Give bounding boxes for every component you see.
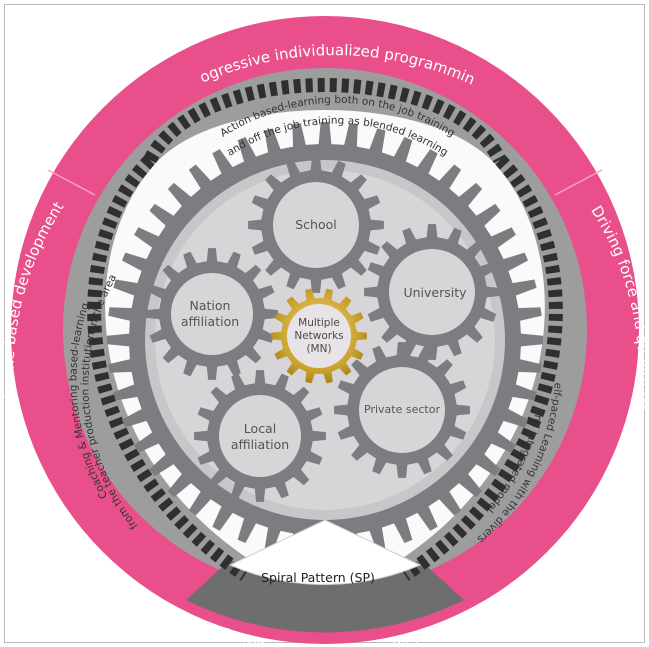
university-label: University [403,285,467,300]
gear-school-center [273,182,359,268]
local-label-1: Local [244,421,276,436]
local-label-2: affiliation [231,437,289,452]
chain-loops [87,78,563,581]
gear-hub-center [287,304,351,368]
chain-top-lobe [143,78,507,164]
segment-divider-right [554,169,603,196]
spiral-wedge [228,519,422,586]
id-segment [186,560,464,633]
gear-university [364,224,500,360]
hub-label-1: Multiple [298,317,340,329]
school-label: School [295,217,337,232]
gear-nation-center [171,273,253,355]
gear-local-affiliation [194,370,326,502]
gear-local-center [219,395,301,477]
gear-private-center [359,367,445,453]
gear-nation-affiliation [146,248,278,380]
chain-left-lobe [87,155,249,581]
gear-university-center [389,249,475,335]
segment-divider-left [47,169,96,196]
spiral-label: Spiral Pattern (SP) [261,570,375,585]
nation-label-2: affiliation [181,314,239,329]
gear-private-sector [334,342,470,478]
hub-label-3: (MN) [306,343,331,355]
nation-label-1: Nation [190,298,231,313]
hub-label-2: Networks [294,330,343,342]
gear-school [248,157,384,293]
chain-right-lobe [401,155,563,581]
gear-multiple-networks [271,288,367,384]
private-label: Private sector [364,403,440,416]
